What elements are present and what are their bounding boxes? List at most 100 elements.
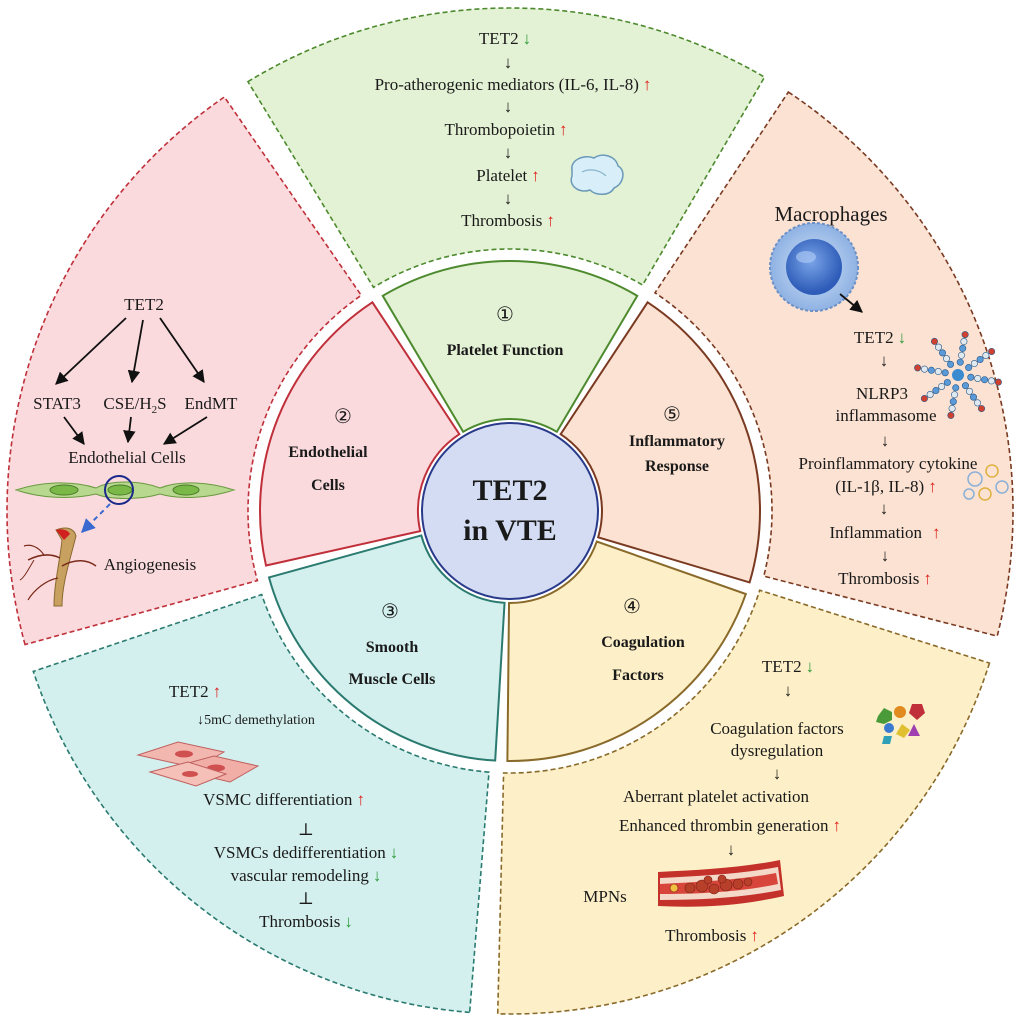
arrow-to-endmt xyxy=(159,317,205,384)
smooth-label-2: Muscle Cells xyxy=(349,671,436,688)
platelet-arrow-2: ↓ xyxy=(504,97,513,116)
outer-segment-endothelial xyxy=(6,95,363,646)
coagulation-line-tet2: TET2↓ xyxy=(762,657,814,676)
inflammatory-panel: Macrophages TET2↓ ↓ NLRP3 inflammasome ↓… xyxy=(769,202,1009,588)
arrow-cse-to-cells xyxy=(123,416,136,444)
inflammasome-bead xyxy=(947,360,955,368)
endothelial-panel: TET2 STAT3 CSE/H2S EndMT Endothelial Cel… xyxy=(14,295,238,607)
endothelial-angiogenesis: Angiogenesis xyxy=(104,555,197,574)
inflammasome-bead xyxy=(967,373,975,381)
inflammasome-icon xyxy=(914,331,1002,419)
coagulation-line-aberrant: Aberrant platelet activation xyxy=(623,787,809,806)
inflammasome-bead xyxy=(949,398,957,406)
coagulation-arrow-3: ↓ xyxy=(727,840,736,859)
inflammasome-bead xyxy=(952,384,960,392)
inflammasome-bead xyxy=(960,338,968,346)
endothelial-line-tet2: TET2 xyxy=(124,295,164,314)
inner-segment-platelet xyxy=(381,260,639,434)
inflammasome-bead xyxy=(981,376,989,384)
inflammasome-hub xyxy=(952,369,964,381)
coagulation-line-thrombin: Enhanced thrombin generation↑ xyxy=(619,816,841,835)
inflammatory-number: ⑤ xyxy=(663,404,681,426)
inflammasome-bead xyxy=(959,344,967,352)
coagulation-arrow-2: ↓ xyxy=(773,764,782,783)
inflammasome-bead xyxy=(965,364,973,372)
coagulation-panel: TET2↓ ↓ Coagulation factors dysregulatio… xyxy=(583,657,925,945)
inflammasome-bead xyxy=(932,386,940,394)
coagulation-factors-icon xyxy=(876,704,925,744)
inflammasome-bead xyxy=(982,351,990,359)
inflammasome-bead xyxy=(941,369,949,377)
coagulation-number: ④ xyxy=(623,596,641,618)
inflammasome-bead xyxy=(927,366,935,374)
inflammatory-line-inflammasome: inflammasome xyxy=(835,406,936,425)
inflammasome-bead xyxy=(978,405,986,413)
endothelial-number: ② xyxy=(334,406,352,428)
inflammasome-bead xyxy=(930,337,938,345)
smooth-line-remodeling: vascular remodeling↓ xyxy=(231,866,382,885)
endothelial-cells-label: Endothelial Cells xyxy=(68,448,186,467)
inflammatory-arrow-3: ↓ xyxy=(880,499,889,518)
endothelial-label-1: Endothelial xyxy=(288,444,368,461)
inflammasome-bead xyxy=(974,374,982,382)
smooth-muscle-cells-icon xyxy=(136,741,260,787)
blue-dashed-arrow xyxy=(81,503,111,533)
arrow-to-cse xyxy=(127,319,144,384)
smooth-line-tet2: TET2↑ xyxy=(169,682,221,701)
inflammatory-line-il: (IL-1β, IL-8)↑ xyxy=(835,477,936,496)
outer-segment-platelet xyxy=(246,7,766,289)
platelet-cell-icon xyxy=(570,154,624,195)
inflammasome-bead xyxy=(948,404,956,412)
outer-segment-inflammatory xyxy=(653,90,1014,638)
inflammasome-bead xyxy=(951,391,959,399)
platelet-line-thrombopoietin: Thrombopoietin↑ xyxy=(445,120,568,139)
inflammasome-bead xyxy=(934,368,942,376)
inflammatory-label-2: Response xyxy=(645,458,709,475)
platelet-panel: TET2↓ ↓ Pro-atherogenic mediators (IL-6,… xyxy=(375,29,652,230)
platelet-arrow-3: ↓ xyxy=(504,143,513,162)
coagulation-label-1: Coagulation xyxy=(601,634,685,651)
inflammasome-bead xyxy=(970,360,978,368)
macrophage-arrow xyxy=(839,293,863,313)
platelet-line-platelet: Platelet↑ xyxy=(476,166,539,185)
smooth-panel: TET2↑ ↓5mC demethylation VSMC differenti… xyxy=(136,682,399,931)
platelet-label: Platelet Function xyxy=(447,342,564,359)
inner-segment-inflammatory xyxy=(559,300,761,584)
inflammatory-line-cytokine: Proinflammatory cytokine xyxy=(799,454,978,473)
center-title-line2: in VTE xyxy=(463,514,557,547)
endothelial-label-2: Cells xyxy=(311,477,345,494)
smooth-inhibit-symbol: ⊥ xyxy=(298,820,314,839)
inner-segment-endothelial xyxy=(259,300,461,567)
platelet-arrow-4: ↓ xyxy=(504,189,513,208)
macrophages-title: Macrophages xyxy=(774,202,887,226)
arrow-to-stat3 xyxy=(55,317,127,385)
inflammatory-arrow-4: ↓ xyxy=(881,546,890,565)
outer-segment-smooth-muscle xyxy=(32,593,490,1014)
coagulation-line-mpns: MPNs xyxy=(583,887,626,906)
coagulation-line-thrombosis: Thrombosis↑ xyxy=(665,926,759,945)
inflammasome-bead xyxy=(969,393,977,401)
inflammasome-bead xyxy=(994,378,1002,386)
smooth-line-dedifferentiation: VSMCs dedifferentiation↓ xyxy=(214,843,399,862)
smooth-number: ③ xyxy=(381,601,399,623)
smooth-line-demethylation: ↓5mC demethylation xyxy=(197,713,315,728)
inflammasome-bead xyxy=(974,399,982,407)
inner-segment-coagulation xyxy=(506,540,748,762)
inflammasome-bead xyxy=(920,395,928,403)
inflammasome-bead xyxy=(965,387,973,395)
coagulation-arrow-1: ↓ xyxy=(784,681,793,700)
arrow-endmt-to-cells xyxy=(162,416,208,445)
inflammasome-bead xyxy=(943,378,951,386)
smooth-line-differentiation: VSMC differentiation↑ xyxy=(203,790,365,809)
inner-label-platelet: ① Platelet Function xyxy=(447,304,564,359)
macrophage-cell-icon xyxy=(769,222,859,312)
inner-label-endothelial: ② Endothelial Cells xyxy=(288,406,368,494)
inflammasome-bead xyxy=(976,356,984,364)
inflammatory-line-inflammation: Inflammation↑ xyxy=(829,523,940,542)
coagulation-line-dysregulation: dysregulation xyxy=(731,741,824,760)
inflammasome-bead xyxy=(926,391,934,399)
inner-label-smooth: ③ Smooth Muscle Cells xyxy=(349,601,436,688)
inflammatory-line-tet2: TET2↓ xyxy=(854,328,906,347)
smooth-inhibit-symbol-2: ⊥ xyxy=(298,889,314,908)
inflammasome-bead xyxy=(914,364,922,372)
